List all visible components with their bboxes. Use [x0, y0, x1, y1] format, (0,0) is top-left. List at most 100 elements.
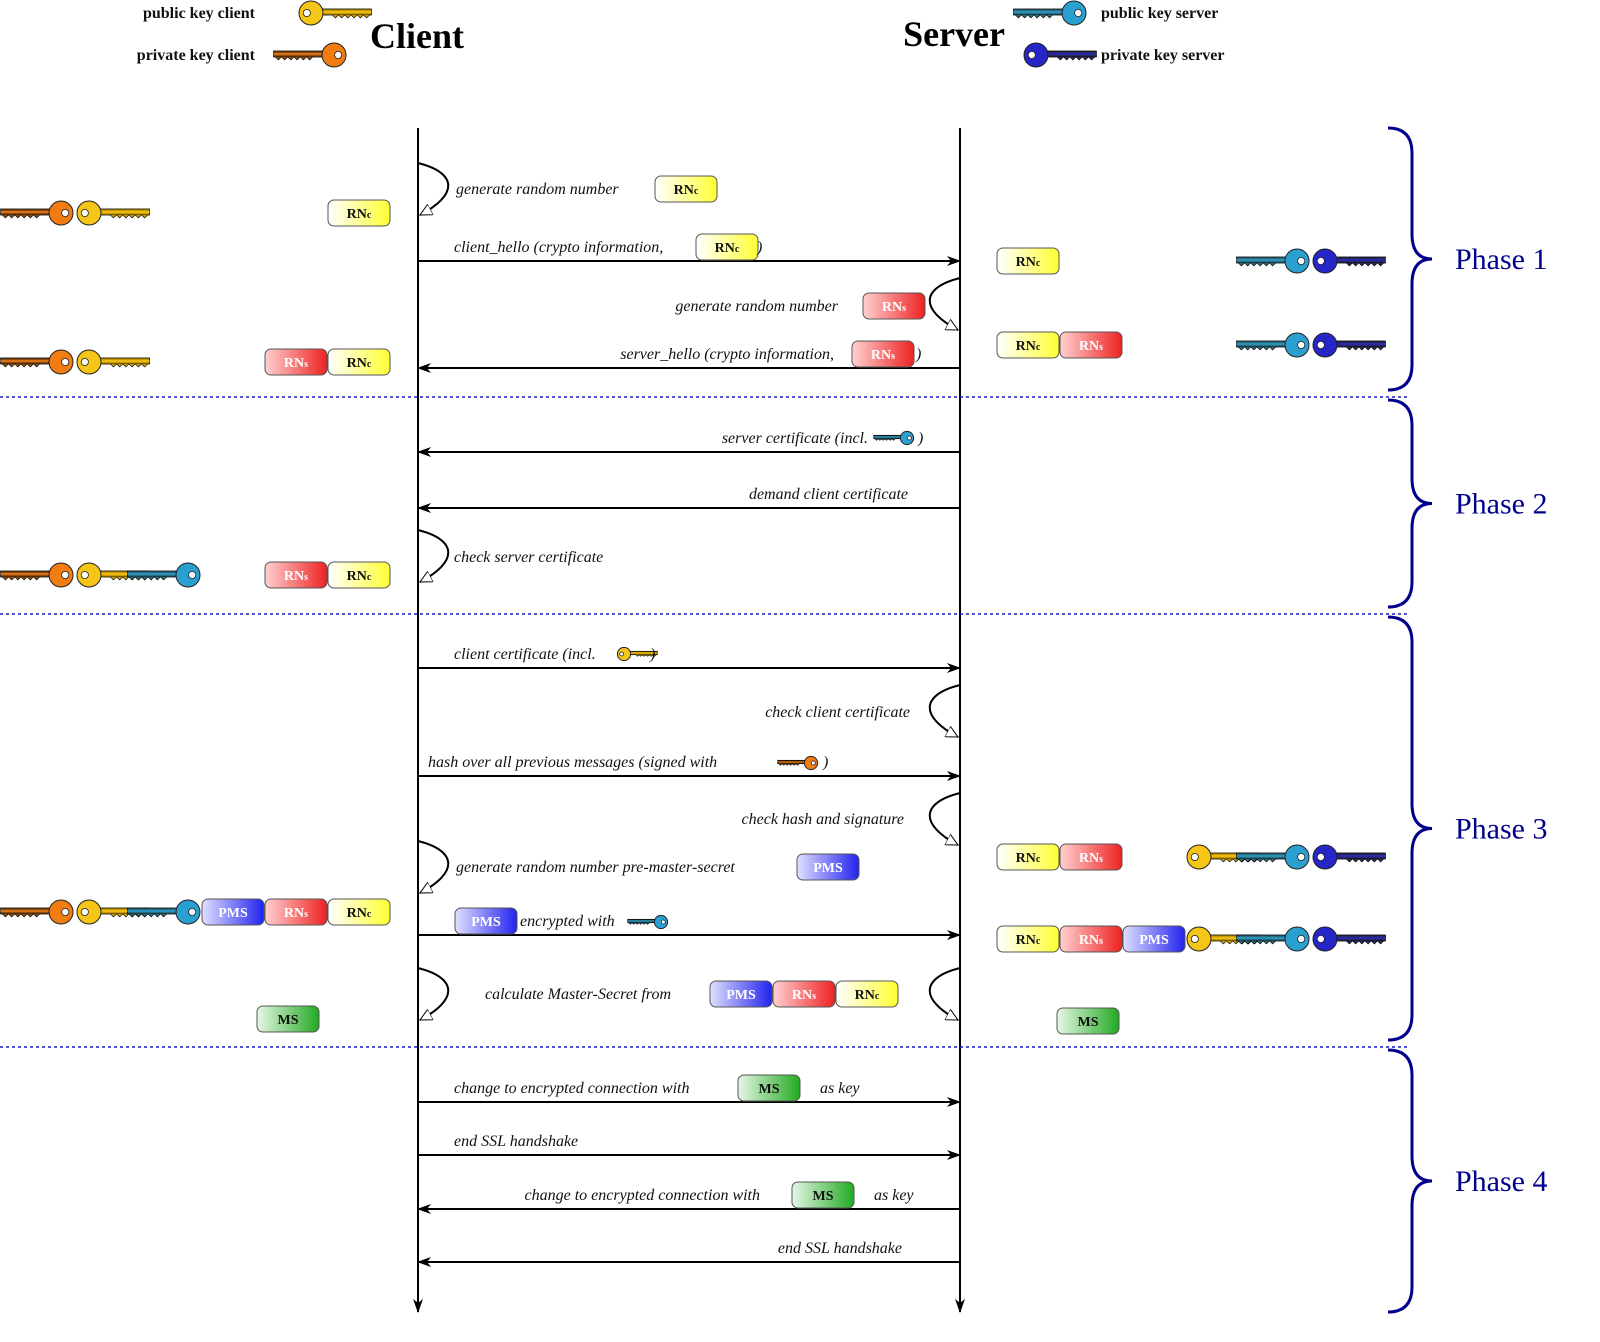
message-m1: generate random number RNc: [417, 162, 718, 216]
message-m5: server certificate (incl.): [417, 430, 960, 457]
token-rnc: RNc: [327, 898, 391, 926]
client-title: Client: [370, 16, 464, 56]
token-rns: RNs: [264, 348, 328, 376]
message-m7: check server certificate: [417, 529, 603, 583]
token-rns: RNs: [1059, 925, 1123, 953]
message-m10: hash over all previous messages (signed …: [418, 754, 961, 781]
server-private-key-icon: [1312, 248, 1386, 274]
server-public-key-icon: [1236, 332, 1310, 358]
self-loop-arrow: [417, 529, 450, 583]
message-label: calculate Master-Secret from: [485, 986, 671, 1003]
server-state-5: MS: [1056, 1007, 1120, 1035]
message-label: check client certificate: [765, 704, 910, 721]
token-rns: RNs: [851, 340, 915, 368]
token-ms: MS: [737, 1074, 801, 1102]
legend-private-key-server: private key server: [1101, 47, 1225, 64]
client-public-key-icon: [76, 200, 150, 226]
message-suffix: ): [915, 346, 921, 363]
legend-private-key-server-icon: [1023, 42, 1097, 68]
message-label: check server certificate: [454, 549, 603, 566]
phase-3-brace: [1387, 615, 1433, 1042]
phase-2-brace: [1387, 398, 1433, 609]
token-label: RNc: [347, 207, 372, 222]
legend-public-key-server: public key server: [1101, 5, 1218, 22]
server-state-1: RNc: [996, 247, 1386, 275]
legend-private-key-client: private key client: [137, 47, 256, 64]
client-state-1: RNc: [0, 199, 391, 227]
token-pms: PMS: [1122, 925, 1186, 953]
token-ms: MS: [256, 1005, 320, 1033]
token-rnc: RNc: [996, 331, 1060, 359]
server-public-key-icon: [1236, 248, 1310, 274]
message-label: generate random number pre-master-secret: [456, 859, 735, 876]
server-private-key-icon: [1312, 332, 1386, 358]
token-rns: RNs: [1059, 843, 1123, 871]
token-label: PMS: [813, 861, 843, 876]
token-label: RNc: [855, 988, 880, 1003]
token-label: RNs: [1079, 933, 1103, 948]
token-label: PMS: [471, 915, 501, 930]
token-rnc: RNc: [835, 980, 899, 1008]
token-rnc: RNc: [654, 175, 718, 203]
phase-1-label: Phase 1: [1455, 243, 1548, 276]
message-m14: calculate Master-Secret from PMS RNs RNc: [417, 967, 961, 1021]
token-label: RNc: [674, 183, 699, 198]
token-rnc: RNc: [996, 247, 1060, 275]
token-label: RNc: [347, 356, 372, 371]
client-public-key-icon: [76, 562, 150, 588]
token-label: RNs: [284, 906, 308, 921]
message-suffix: ): [917, 430, 923, 447]
client-state-5: MS: [256, 1005, 320, 1033]
token-rnc: RNc: [996, 925, 1060, 953]
message-label: end SSL handshake: [778, 1240, 902, 1257]
server-public-key-icon: [1236, 844, 1310, 870]
client-private-key-icon: [0, 200, 74, 226]
token-ms: MS: [791, 1181, 855, 1209]
message-label: generate random number: [456, 181, 619, 198]
client-private-key-icon: [0, 562, 74, 588]
server-state-4: RNc RNs PMS: [996, 925, 1386, 953]
server-public-key-icon: [127, 899, 201, 925]
server-public-key-icon: [1236, 926, 1310, 952]
token-label: RNc: [1016, 933, 1041, 948]
phase-1-brace: [1387, 126, 1433, 392]
token-label: RNs: [871, 348, 895, 363]
client-private-key-icon: [0, 899, 74, 925]
token-label: RNs: [1079, 851, 1103, 866]
server-state-3: RNc RNs: [996, 843, 1386, 871]
client-private-key-icon: [777, 755, 819, 771]
client-state-2: RNs RNc: [0, 348, 391, 376]
self-loop-arrow: [417, 840, 450, 894]
message-suffix: as key: [820, 1080, 860, 1097]
server-public-key-icon: [627, 914, 669, 930]
token-label: RNc: [347, 906, 372, 921]
client-private-key-icon: [0, 349, 74, 375]
token-label: RNs: [284, 569, 308, 584]
phase-4-brace: [1387, 1048, 1433, 1314]
server-private-key-icon: [1312, 926, 1386, 952]
token-rns: RNs: [862, 292, 926, 320]
token-pms: PMS: [796, 853, 860, 881]
token-label: RNs: [882, 300, 906, 315]
message-label: change to encrypted connection with: [525, 1187, 760, 1204]
token-label: RNs: [792, 988, 816, 1003]
client-public-key-icon: [616, 646, 658, 662]
token-rns: RNs: [264, 561, 328, 589]
legend-public-key-client: public key client: [143, 5, 256, 22]
message-m16: end SSL handshake: [418, 1133, 961, 1160]
legend-private-key-client-icon: [273, 42, 347, 68]
message-suffix: as key: [874, 1187, 914, 1204]
message-label: hash over all previous messages (signed …: [428, 754, 717, 771]
token-label: RNc: [1016, 255, 1041, 270]
token-label: PMS: [726, 988, 756, 1003]
message-m2: client_hello (crypto information,RNc): [418, 233, 961, 266]
message-m8: client certificate (incl.): [418, 646, 961, 673]
token-rnc: RNc: [327, 348, 391, 376]
legend-public-key-server-icon: [1013, 0, 1087, 26]
token-label: RNc: [1016, 851, 1041, 866]
